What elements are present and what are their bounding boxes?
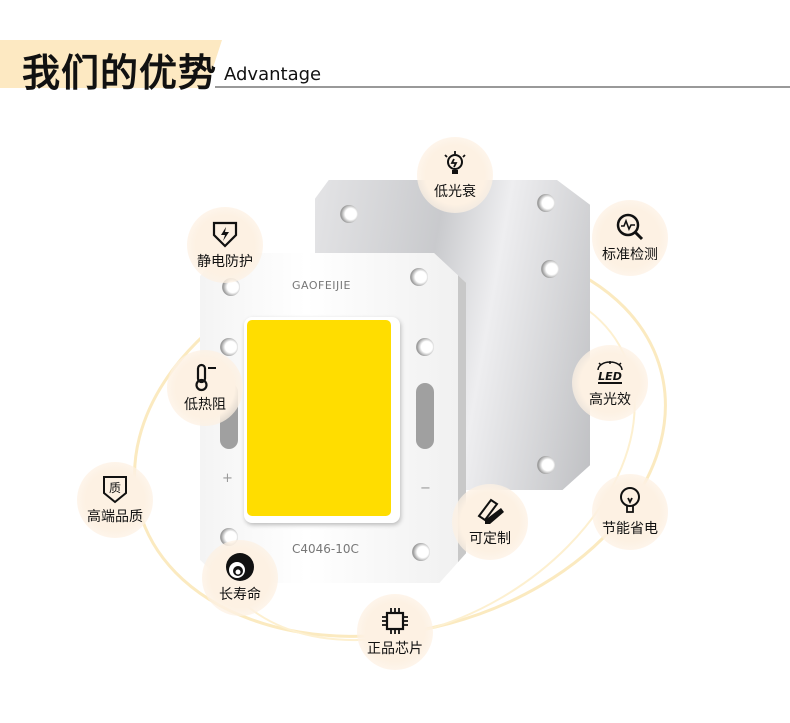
feature-customizable: 可定制 [452, 484, 528, 560]
cob-led-chip: GAOFEIJIE C4046-10C + − [200, 253, 466, 583]
plus-sign: + [222, 471, 233, 486]
feature-standard-testing: 标准检测 [592, 200, 668, 276]
feature-premium-quality: 质 高端品质 [77, 462, 153, 538]
led-emitting-area [247, 320, 391, 516]
chip-model: C4046-10C [292, 542, 359, 556]
page-subtitle: Advantage [224, 64, 322, 85]
feature-esd-protection: 静电防护 [187, 207, 263, 283]
feature-long-life: 长寿命 [202, 540, 278, 616]
header-divider [215, 86, 790, 88]
pencil-ruler-icon [475, 496, 505, 526]
led-icon: LED [595, 357, 625, 387]
magnifier-pulse-icon [615, 212, 645, 242]
feature-high-efficiency: LED 高光效 [572, 345, 648, 421]
header-band [0, 40, 222, 88]
minus-sign: − [420, 481, 431, 496]
chip-brand: GAOFEIJIE [292, 279, 351, 292]
page-title: 我们的优势 [22, 51, 218, 95]
feature-low-decay: 低光衰 [417, 137, 493, 213]
spiral-icon [225, 552, 255, 582]
feature-energy-saving: 节能省电 [592, 474, 668, 550]
quality-shield-icon: 质 [100, 474, 130, 504]
chip-icon [380, 606, 410, 636]
feature-low-thermal-resistance: 低热阻 [167, 350, 243, 426]
thermometer-icon [190, 362, 220, 392]
bulb-spark-icon [440, 149, 470, 179]
bulb-icon [615, 486, 645, 516]
shield-bolt-icon [210, 219, 240, 249]
feature-genuine-chip: 正品芯片 [357, 594, 433, 670]
